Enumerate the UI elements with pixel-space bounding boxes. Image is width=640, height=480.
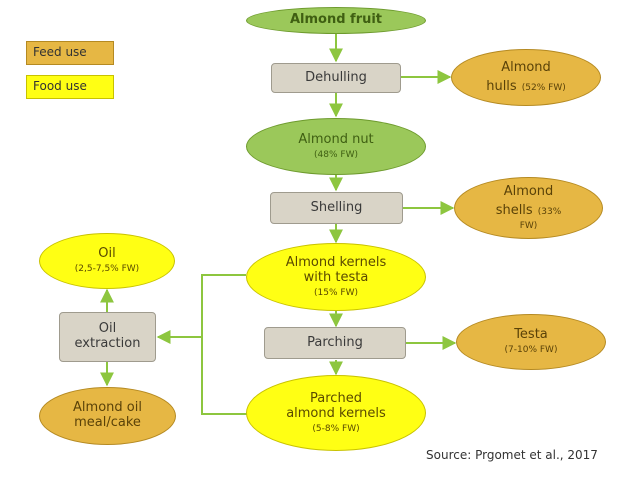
- testa-sub: (7-10% FW): [504, 345, 558, 356]
- node-oil: Oil (2,5-7,5% FW): [39, 233, 175, 289]
- almond-hulls-label: Almond: [501, 59, 551, 75]
- parching-label: Parching: [307, 334, 363, 350]
- kernels-testa-sub: (15% FW): [314, 287, 358, 298]
- node-parching: Parching: [264, 327, 406, 359]
- almond-hulls-label2: hulls: [486, 78, 517, 94]
- oil-sub: (2,5-7,5% FW): [74, 264, 140, 275]
- source-citation: Source: Prgomet et al., 2017: [426, 448, 598, 462]
- node-almond-oil-meal-cake: Almond oil meal/cake: [39, 387, 176, 445]
- almond-hulls-sub: (52% FW): [521, 82, 566, 93]
- node-testa: Testa (7-10% FW): [456, 314, 606, 370]
- node-almond-shells: Almond shells (33% FW): [454, 177, 603, 239]
- node-almond-fruit: Almond fruit: [246, 7, 426, 34]
- almond-shells-sub2: FW): [519, 220, 538, 231]
- bracket-to-oil-extraction: [201, 274, 247, 415]
- node-almond-nut: Almond nut (48% FW): [246, 118, 426, 175]
- shelling-label: Shelling: [310, 199, 363, 215]
- oil-extraction-label2: extraction: [74, 336, 141, 351]
- almond-nut-sub: (48% FW): [314, 149, 358, 160]
- parched-kernels-label: Parched: [310, 390, 362, 406]
- almond-nut-label: Almond nut: [298, 131, 374, 147]
- legend-food-use: Food use: [26, 75, 114, 99]
- node-dehulling: Dehulling: [271, 63, 401, 93]
- almond-shells-sub: (33%: [537, 206, 562, 217]
- legend-food-label: Food use: [33, 79, 87, 93]
- meal-cake-label2: meal/cake: [74, 415, 141, 430]
- node-shelling: Shelling: [270, 192, 403, 224]
- oil-label: Oil: [98, 246, 116, 262]
- almond-shells-label: Almond: [503, 183, 554, 199]
- testa-label: Testa: [514, 327, 548, 343]
- almond-shells-label2: shells: [495, 202, 533, 218]
- parched-kernels-label2: almond kernels: [286, 405, 386, 421]
- dehulling-label: Dehulling: [305, 69, 367, 85]
- node-parched-kernels: Parched almond kernels (5-8% FW): [246, 375, 426, 451]
- kernels-testa-label: Almond kernels: [285, 254, 387, 270]
- legend-feed-use: Feed use: [26, 41, 114, 65]
- meal-cake-label: Almond oil: [73, 400, 142, 416]
- kernels-testa-label2: with testa: [303, 269, 369, 285]
- oil-extraction-label: Oil: [98, 321, 117, 337]
- almond-fruit-label: Almond fruit: [289, 12, 383, 28]
- parched-kernels-sub: (5-8% FW): [312, 423, 360, 434]
- legend-feed-label: Feed use: [33, 45, 87, 59]
- node-oil-extraction: Oil extraction: [59, 312, 156, 362]
- node-almond-kernels-testa: Almond kernels with testa (15% FW): [246, 243, 426, 311]
- node-almond-hulls: Almond hulls (52% FW): [451, 49, 601, 106]
